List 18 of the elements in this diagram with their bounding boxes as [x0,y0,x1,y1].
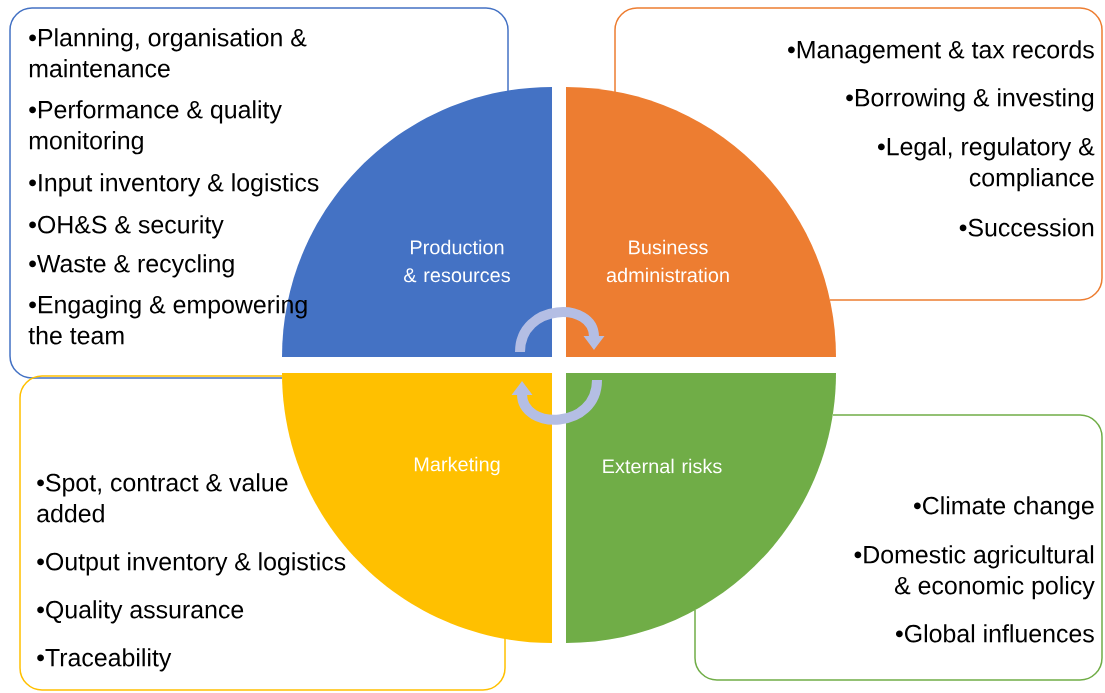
bullet-text: •Climate change [914,496,1094,520]
bullet-text: •Legal, regulatory & compliance [878,137,1095,192]
quadrant-sector: Business administration [566,87,836,357]
bullet-text: •Input inventory & logistics [29,173,319,197]
bullet-text: •Traceability [37,648,172,672]
bullet-text: •Quality assurance [37,600,244,624]
curved-arrow [511,379,602,425]
bullet-text: •Management & tax records [788,40,1094,64]
bullet-text: •OH&S & security [29,215,224,239]
bullet-text: •Borrowing & investing [846,88,1094,112]
bullet-text: •Global influences [896,624,1094,643]
bullet-text: •Domestic agricultural & economic policy [854,545,1095,600]
curved-arrow [515,307,605,353]
quadrant-sector: External risks [566,373,836,643]
bullet-text: •Waste & recycling [29,254,234,278]
bullet-text: •Performance & quality monitoring [29,100,282,155]
bullet-text: •Planning, organisation & maintenance [29,28,307,78]
bullet-text: •Succession [959,218,1094,237]
